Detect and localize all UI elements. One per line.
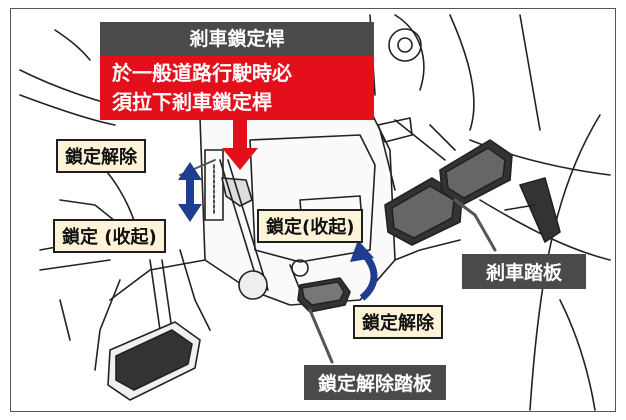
label-release-pedal: 鎖定解除踏板 bbox=[304, 365, 447, 400]
red-down-arrow-icon bbox=[222, 118, 258, 170]
up-down-arrow-icon bbox=[178, 162, 202, 222]
label-unlock-upper: 鎖定解除 bbox=[56, 139, 146, 173]
curved-up-arrow-icon bbox=[350, 240, 378, 301]
label-lock-stowed-left: 鎖定 (收起) bbox=[53, 219, 166, 253]
warning-line-2: 須拉下剎車鎖定桿 bbox=[112, 90, 272, 114]
label-brake-pedal: 剎車踏板 bbox=[462, 254, 587, 289]
label-lock-stowed-right: 鎖定(收起) bbox=[257, 209, 364, 243]
lock-lever-title: 剎車鎖定桿 bbox=[100, 22, 374, 56]
warning-box: 於一般道路行駛時必 須拉下剎車鎖定桿 bbox=[100, 56, 374, 120]
warning-line-1: 於一般道路行駛時必 bbox=[112, 61, 292, 85]
label-unlock-lower: 鎖定解除 bbox=[353, 305, 443, 339]
